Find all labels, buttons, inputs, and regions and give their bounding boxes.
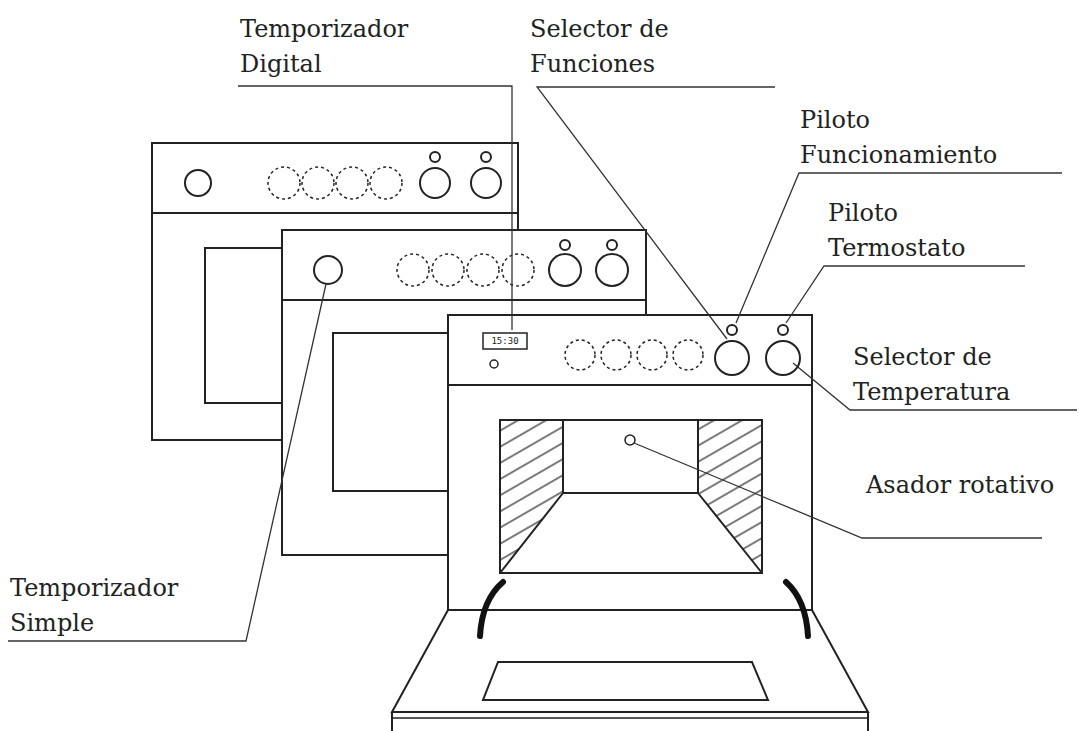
callout-label: Piloto Funcionamiento — [800, 103, 1070, 173]
callout-label: Asador rotativo — [866, 468, 1056, 503]
callout-label: Temporizador Simple — [10, 571, 240, 641]
timer-display-text: 15:30 — [491, 335, 518, 347]
callout-label: Selector de Funciones — [530, 12, 770, 82]
callout-label: Piloto Termostato — [828, 196, 1028, 266]
callout-label: Selector de Temperatura — [853, 340, 1075, 410]
callout-label: Temporizador Digital — [240, 12, 480, 82]
